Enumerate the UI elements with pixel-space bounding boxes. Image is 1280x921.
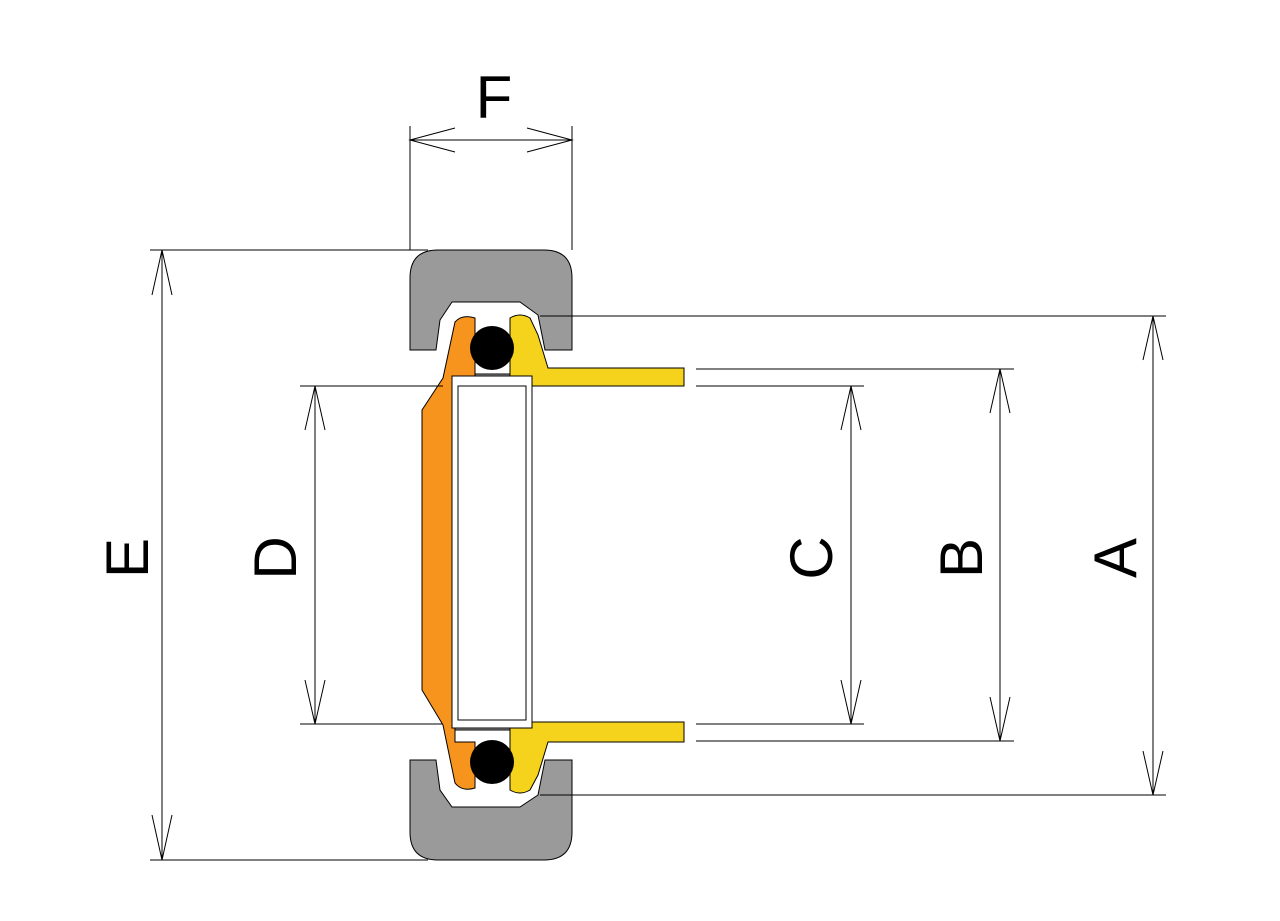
dimension-a: A bbox=[540, 315, 1166, 796]
label-f: F bbox=[476, 64, 513, 131]
o-ring-bottom bbox=[470, 740, 514, 784]
o-ring-top bbox=[470, 326, 514, 370]
dimension-e: E bbox=[94, 249, 428, 861]
label-a: A bbox=[1082, 538, 1149, 578]
dimension-d: D bbox=[242, 385, 443, 725]
label-c: C bbox=[778, 536, 845, 579]
label-e: E bbox=[94, 538, 161, 578]
inner-flange bbox=[421, 316, 476, 790]
sleeve-top bbox=[509, 314, 685, 387]
dimension-c: C bbox=[696, 385, 864, 725]
sleeve-bottom bbox=[509, 721, 685, 794]
inner-tube-inner bbox=[457, 385, 527, 721]
dimension-b: B bbox=[696, 368, 1014, 742]
label-d: D bbox=[242, 536, 309, 579]
dimension-f: F bbox=[408, 64, 574, 250]
housing-bottom bbox=[409, 759, 573, 861]
housing-top bbox=[409, 249, 573, 351]
label-b: B bbox=[928, 538, 995, 578]
